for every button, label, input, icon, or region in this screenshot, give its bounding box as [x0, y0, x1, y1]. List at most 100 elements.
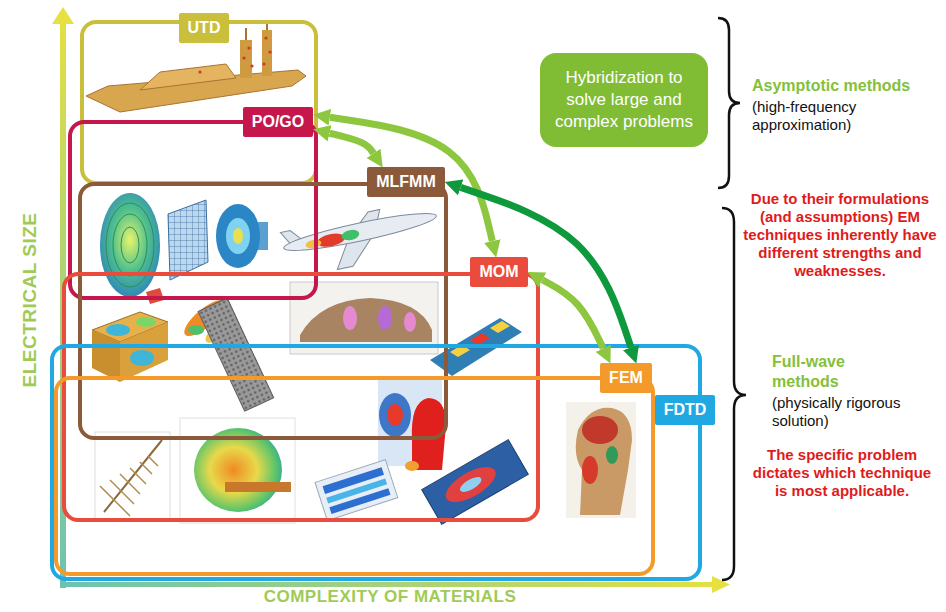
head-illustration: [582, 456, 598, 484]
radiation-lobes: [188, 325, 204, 335]
lpda-illustration: [148, 456, 158, 466]
reflector-illustration: [146, 288, 164, 304]
pattern-illustration: [225, 482, 291, 492]
method-label: UTD: [179, 13, 230, 42]
category-title: Asymptotic methods: [752, 76, 932, 96]
ship-illustration: [240, 40, 252, 78]
patch-illustration: [422, 440, 529, 525]
array-illustration: [168, 200, 208, 280]
brace: [722, 208, 746, 580]
ship-illustration: [264, 36, 267, 39]
reflector-illustration: [113, 214, 147, 276]
hybridization-arrow: [330, 117, 492, 241]
car-illustration: [343, 306, 357, 330]
brace: [718, 18, 740, 188]
lpda-illustration: [95, 432, 170, 520]
method-label: FEM: [600, 363, 652, 392]
hybridization-arrow: [330, 133, 374, 153]
method-region: MLFMM: [78, 182, 448, 440]
panel-illustration: [198, 298, 273, 411]
aircraft-illustration: [282, 207, 438, 257]
head-illustration: [582, 416, 618, 444]
hybridization-arrow: [542, 280, 603, 348]
hybrid-text: Hybridization to solve large and complex…: [552, 67, 696, 133]
head-illustration: [606, 446, 618, 464]
filter-illustration: [315, 460, 398, 521]
method-label: MLFMM: [367, 167, 445, 196]
pattern-illustration: [180, 418, 295, 523]
ship-illustration: [268, 50, 271, 53]
panel-illustration: [198, 298, 273, 411]
ship-illustration: [245, 28, 247, 40]
waveguide-illustration: [136, 317, 156, 327]
aircraft-illustration: [316, 231, 346, 249]
head-field-illustration: [405, 461, 419, 471]
method-region: MOM: [62, 272, 540, 522]
hybridization-arrow: [461, 187, 631, 347]
head-illustration: [566, 402, 636, 518]
horn-illustration: [226, 218, 250, 254]
method-name: FEM: [609, 368, 643, 387]
reflector-illustration: [100, 193, 160, 297]
waveguide-illustration: [92, 330, 120, 382]
axis-title: ELECTRICAL SIZE: [20, 213, 41, 388]
filter-illustration: [315, 460, 398, 521]
pattern-illustration: [180, 418, 295, 523]
head-field-illustration: [387, 404, 403, 426]
note: The specific problem dictates which tech…: [752, 446, 932, 500]
car-illustration: [404, 312, 416, 332]
lpda-illustration: [130, 468, 146, 484]
head-field-illustration: [379, 393, 411, 437]
waveguide-illustration: [130, 350, 154, 366]
method-name: MLFMM: [376, 172, 436, 191]
reflector-illustration: [121, 227, 139, 263]
waveguide-illustration: [106, 324, 130, 336]
category-title: Full-wave methods: [772, 352, 882, 392]
horn-illustration: [233, 228, 243, 244]
x-axis-arrow: [63, 582, 715, 587]
lpda-illustration: [100, 486, 130, 516]
lpda-illustration: [120, 474, 140, 494]
array-illustration: [168, 200, 208, 280]
pattern-illustration: [194, 428, 282, 512]
lpda-illustration: [104, 440, 162, 512]
y-axis-arrow: [52, 7, 74, 24]
car-illustration: [378, 306, 392, 330]
head-illustration: [566, 402, 636, 518]
ship-illustration: [198, 70, 201, 73]
patch-illustration: [422, 440, 529, 525]
horn-illustration: [216, 204, 268, 268]
method-name: MOM: [479, 262, 518, 281]
car-illustration: [300, 298, 432, 342]
filter-illustration: [329, 488, 390, 514]
method-label: FDTD: [655, 395, 716, 424]
method-label: MOM: [470, 257, 527, 286]
ship-illustration: [140, 64, 236, 90]
horn-illustration: [216, 204, 260, 268]
ship-illustration: [262, 30, 272, 76]
ship-illustration: [247, 46, 250, 49]
axis-title: COMPLEXITY OF MATERIALS: [264, 588, 517, 607]
aircraft-illustration: [305, 238, 322, 249]
lpda-illustration: [140, 462, 152, 474]
category-note: (high-frequency approximation): [752, 98, 927, 134]
reflector-illustration: [100, 193, 164, 304]
panel-illustration: [198, 298, 273, 411]
hybrid-box: Hybridization to solve large and complex…: [540, 53, 708, 147]
head-illustration: [576, 408, 632, 515]
slab-illustration: [490, 321, 510, 333]
method-name: FDTD: [664, 400, 707, 419]
array-illustration: [168, 200, 208, 280]
method-label: PO/GO: [243, 107, 313, 136]
lpda-illustration: [95, 432, 170, 520]
aircraft-illustration: [341, 228, 361, 242]
brace: [718, 18, 740, 188]
head-field-illustration: [378, 380, 446, 471]
note: Due to their formulations (and assumptio…: [742, 190, 938, 280]
aircraft-illustration: [280, 198, 443, 279]
ship-illustration: [250, 64, 253, 67]
ship-illustration: [242, 56, 245, 59]
method-region: UTD: [80, 20, 318, 185]
method-name: UTD: [188, 18, 221, 37]
method-name: PO/GO: [252, 112, 304, 131]
